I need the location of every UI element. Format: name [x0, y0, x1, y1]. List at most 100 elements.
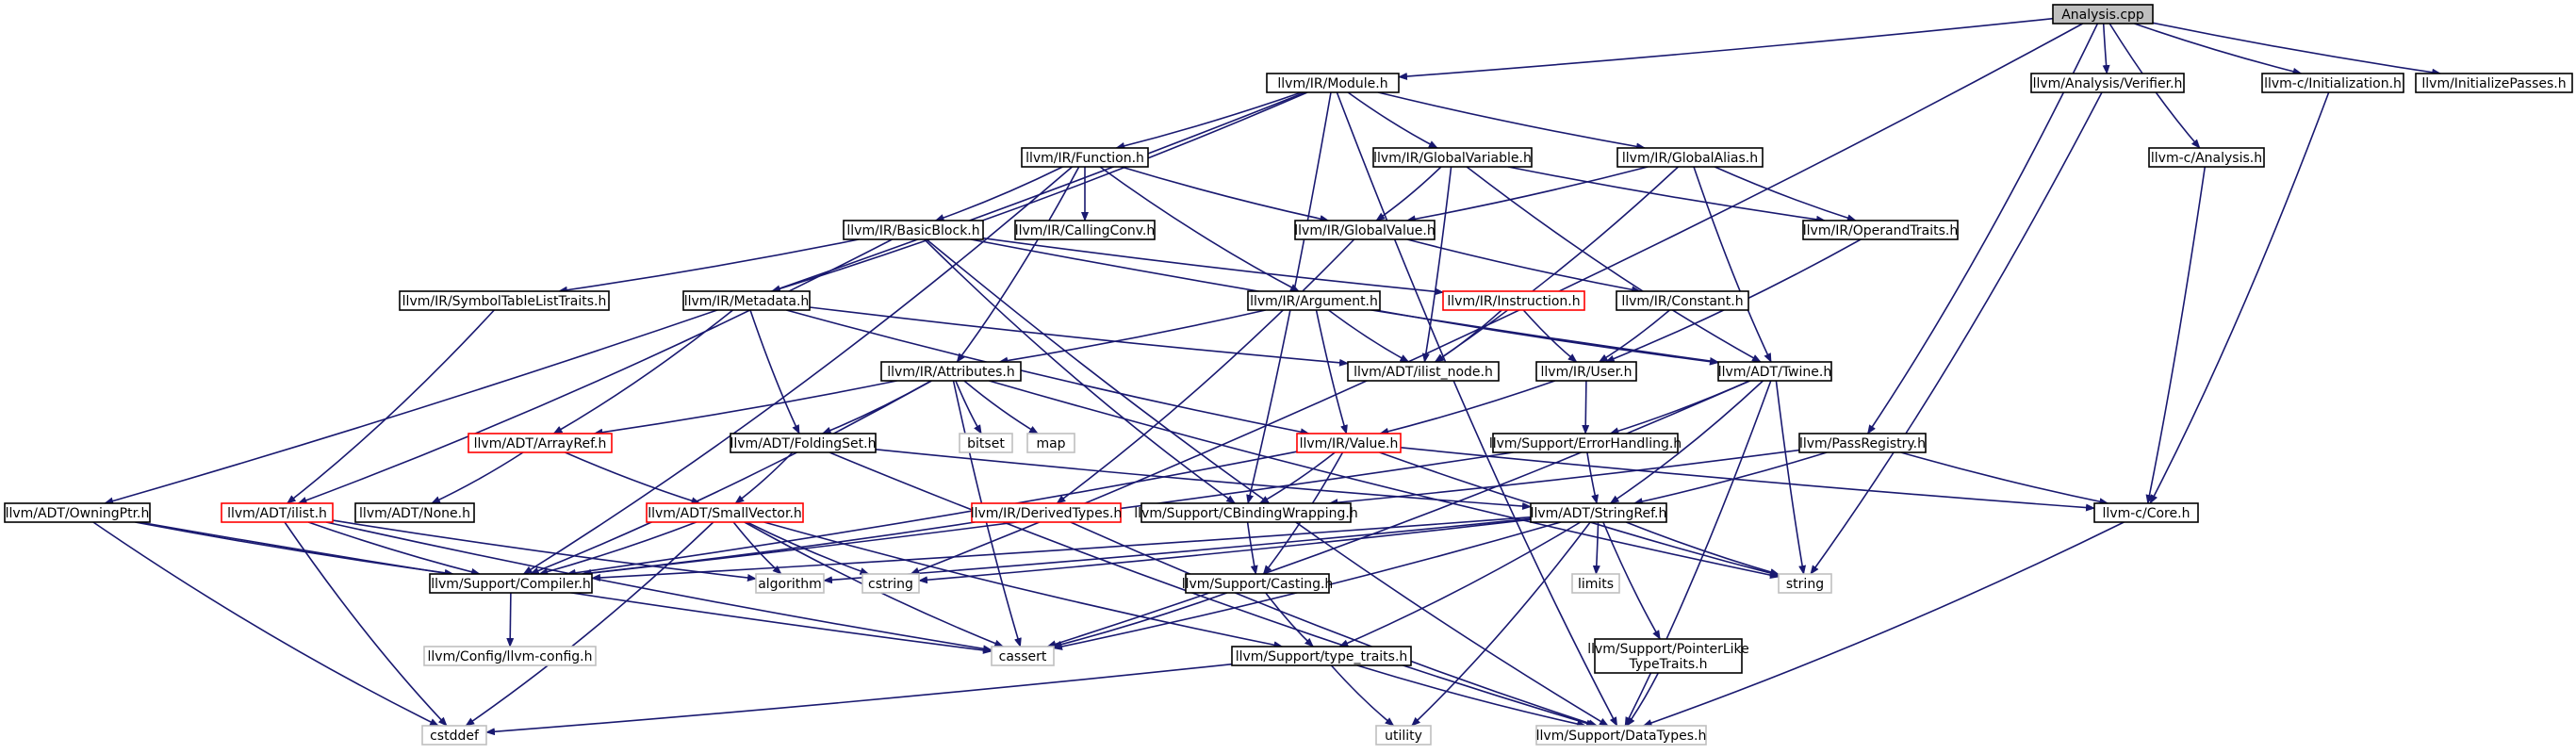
node-label: llvm/ADT/SmallVector.h [648, 506, 802, 521]
edge-metadata-to-value [786, 309, 1310, 436]
node-twine[interactable]: llvm/ADT/Twine.h [1717, 361, 1832, 382]
edge-foldingset-to-datatypes [829, 451, 1596, 728]
edge-smallvector-to-cstddef [465, 521, 714, 727]
edge-metadata-to-arrayref [552, 309, 733, 434]
node-function[interactable]: llvm/IR/Function.h [1021, 147, 1149, 168]
node-callingconv[interactable]: llvm/IR/CallingConv.h [1014, 220, 1156, 240]
edge-attributes-to-map [963, 380, 1039, 434]
node-label: llvm/Config/llvm-config.h [428, 649, 593, 664]
node-constant[interactable]: llvm/IR/Constant.h [1616, 290, 1749, 311]
node-module[interactable]: llvm/IR/Module.h [1266, 73, 1400, 93]
node-instruction[interactable]: llvm/IR/Instruction.h [1442, 290, 1585, 311]
node-map: map [1026, 433, 1075, 453]
node-box [1616, 147, 1764, 168]
node-label: llvm/IR/OperandTraits.h [1803, 223, 1958, 238]
edge-foldingset-to-stringref [875, 449, 1532, 511]
node-operandtraits[interactable]: llvm/IR/OperandTraits.h [1802, 220, 1959, 240]
node-box [2093, 502, 2199, 523]
node-box [959, 433, 1013, 453]
node-box [755, 573, 825, 594]
node-ilistnode[interactable]: llvm/ADT/ilist_node.h [1347, 361, 1500, 382]
node-canalysis[interactable]: llvm-c/Analysis.h [2148, 147, 2265, 168]
node-label: Analysis.cpp [2061, 8, 2144, 23]
node-box [429, 573, 593, 594]
node-typetraits[interactable]: llvm/Support/type_traits.h [1231, 646, 1412, 666]
node-compiler[interactable]: llvm/Support/Compiler.h [429, 573, 593, 594]
node-box [2148, 147, 2265, 168]
node-cstring: cstring [861, 573, 920, 594]
node-label: llvm/Analysis/Verifier.h [2033, 76, 2183, 91]
node-argument[interactable]: llvm/IR/Argument.h [1247, 290, 1381, 311]
node-label: llvm/IR/Metadata.h [684, 294, 810, 309]
node-box [646, 502, 804, 523]
node-box [1347, 361, 1500, 382]
node-box [1021, 147, 1149, 168]
node-label: llvm/ADT/StringRef.h [1531, 506, 1667, 521]
edge-canalysis-to-ccore [2145, 166, 2207, 504]
node-errorhandling[interactable]: llvm/Support/ErrorHandling.h [1489, 433, 1682, 453]
node-metadata[interactable]: llvm/IR/Metadata.h [682, 290, 811, 311]
node-cbinding[interactable]: llvm/Support/CBindingWrapping.h [1134, 502, 1358, 523]
node-label: llvm/Support/type_traits.h [1236, 649, 1408, 664]
node-none[interactable]: llvm/ADT/None.h [354, 502, 475, 523]
node-ilist[interactable]: llvm/ADT/ilist.h [221, 502, 334, 523]
node-initpasses[interactable]: llvm/InitializePasses.h [2415, 73, 2573, 93]
node-cassert: cassert [991, 646, 1055, 666]
node-label: llvm/IR/GlobalVariable.h [1373, 151, 1532, 166]
node-box [399, 290, 610, 311]
edge-verifier-to-string [1810, 91, 2103, 575]
node-box [354, 502, 475, 523]
node-foldingset[interactable]: llvm/ADT/FoldingSet.h [730, 433, 877, 453]
node-smallvector[interactable]: llvm/ADT/SmallVector.h [646, 502, 804, 523]
node-derivedtypes[interactable]: llvm/IR/DerivedTypes.h [971, 502, 1123, 523]
node-user[interactable]: llvm/IR/User.h [1535, 361, 1637, 382]
node-box [1185, 573, 1330, 594]
node-label: llvm/Support/ErrorHandling.h [1489, 436, 1682, 451]
node-box [2261, 73, 2404, 93]
node-globalvariable[interactable]: llvm/IR/GlobalVariable.h [1372, 147, 1533, 168]
edge-typetraits-to-datatypes [1356, 664, 1587, 728]
node-box [1798, 433, 1927, 453]
node-llvmconfig: llvm/Config/llvm-config.h [423, 646, 597, 666]
node-casting[interactable]: llvm/Support/Casting.h [1182, 573, 1334, 594]
node-label: llvm/ADT/None.h [359, 506, 470, 521]
node-ccore[interactable]: llvm-c/Core.h [2093, 502, 2199, 523]
node-stringref[interactable]: llvm/ADT/StringRef.h [1530, 502, 1667, 523]
edge-attributes-to-cassert [952, 380, 1022, 647]
node-box [1616, 290, 1749, 311]
edge-globalvariable-to-operandtraits [1507, 166, 1826, 223]
edge-arrayref-to-none [431, 451, 524, 504]
node-analysis[interactable]: Analysis.cpp [2052, 4, 2154, 25]
node-cinit[interactable]: llvm-c/Initialization.h [2261, 73, 2404, 93]
edge-instruction-to-user [1522, 309, 1578, 363]
edge-stringref-to-limits [1592, 521, 1600, 575]
node-owningptr[interactable]: llvm/ADT/OwningPtr.h [4, 502, 151, 523]
edge-smallvector-to-algorithm [732, 521, 782, 575]
node-attributes[interactable]: llvm/IR/Attributes.h [880, 361, 1022, 382]
node-value[interactable]: llvm/IR/Value.h [1296, 433, 1402, 453]
node-box [1492, 433, 1679, 453]
node-verifier[interactable]: llvm/Analysis/Verifier.h [2030, 73, 2185, 93]
edge-function-to-argument [1099, 166, 1300, 292]
edge-argument-to-attributes [998, 309, 1266, 365]
edge-value-to-cbinding [1258, 451, 1336, 504]
node-globalalias[interactable]: llvm/IR/GlobalAlias.h [1616, 147, 1764, 168]
node-label: llvm/IR/Instruction.h [1447, 294, 1580, 309]
node-symtab[interactable]: llvm/IR/SymbolTableListTraits.h [399, 290, 610, 311]
node-passregistry[interactable]: llvm/PassRegistry.h [1798, 433, 1927, 453]
node-label: string [1786, 577, 1824, 592]
node-label: llvm/ADT/ArrayRef.h [474, 436, 607, 451]
edge-ilist-to-cassert [325, 521, 993, 653]
node-basicblock[interactable]: llvm/IR/BasicBlock.h [843, 220, 984, 240]
node-label: llvm/IR/Value.h [1300, 436, 1399, 451]
node-arrayref[interactable]: llvm/ADT/ArrayRef.h [468, 433, 613, 453]
node-box [1535, 361, 1637, 382]
node-box [423, 646, 597, 666]
node-label: llvm/IR/SymbolTableListTraits.h [402, 294, 607, 309]
edge-module-to-metadata [770, 91, 1308, 293]
edge-argument-to-value [1315, 309, 1348, 434]
node-globalvalue[interactable]: llvm/IR/GlobalValue.h [1294, 220, 1436, 240]
edge-attributes-to-foldingset [821, 380, 932, 434]
node-string: string [1778, 573, 1832, 594]
